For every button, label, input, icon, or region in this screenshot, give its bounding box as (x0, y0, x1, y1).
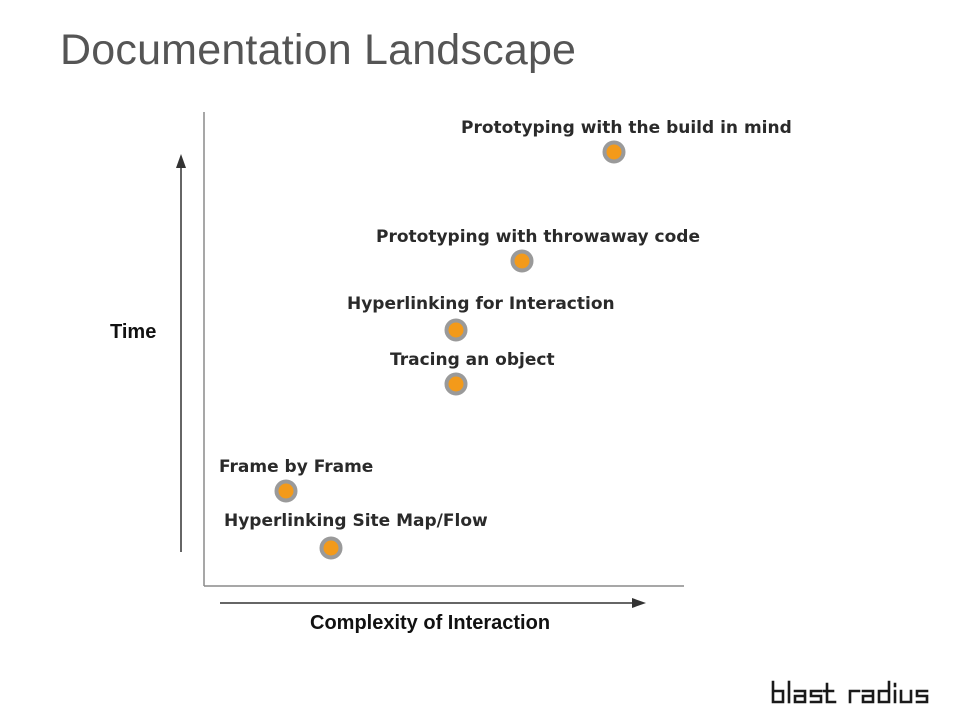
point-hyperlinking-sitemap: Hyperlinking Site Map/Flow (224, 511, 488, 560)
point-label: Tracing an object (390, 350, 555, 370)
y-axis-label: Time (110, 321, 156, 343)
point-marker (510, 249, 534, 273)
point-label: Hyperlinking Site Map/Flow (224, 511, 488, 531)
point-marker (319, 536, 343, 560)
point-prototyping-throwaway: Prototyping with throwaway code (376, 227, 700, 273)
point-tracing-object: Tracing an object (390, 350, 555, 396)
point-label: Hyperlinking for Interaction (347, 294, 615, 314)
x-axis-label: Complexity of Interaction (310, 612, 550, 634)
x-axis-arrowhead (632, 598, 646, 608)
point-marker (274, 479, 298, 503)
point-label: Prototyping with the build in mind (461, 118, 792, 138)
point-label: Prototyping with throwaway code (376, 227, 700, 247)
blast-radius-logo (771, 680, 929, 704)
point-prototyping-build: Prototyping with the build in mind (461, 118, 792, 164)
y-axis-arrowhead (176, 154, 186, 168)
point-frame-by-frame: Frame by Frame (219, 457, 373, 503)
point-hyperlinking-interaction: Hyperlinking for Interaction (347, 294, 615, 342)
point-marker (602, 140, 626, 164)
point-label: Frame by Frame (219, 457, 373, 477)
slide-title: Documentation Landscape (60, 26, 577, 74)
point-marker (444, 318, 468, 342)
point-marker (444, 372, 468, 396)
